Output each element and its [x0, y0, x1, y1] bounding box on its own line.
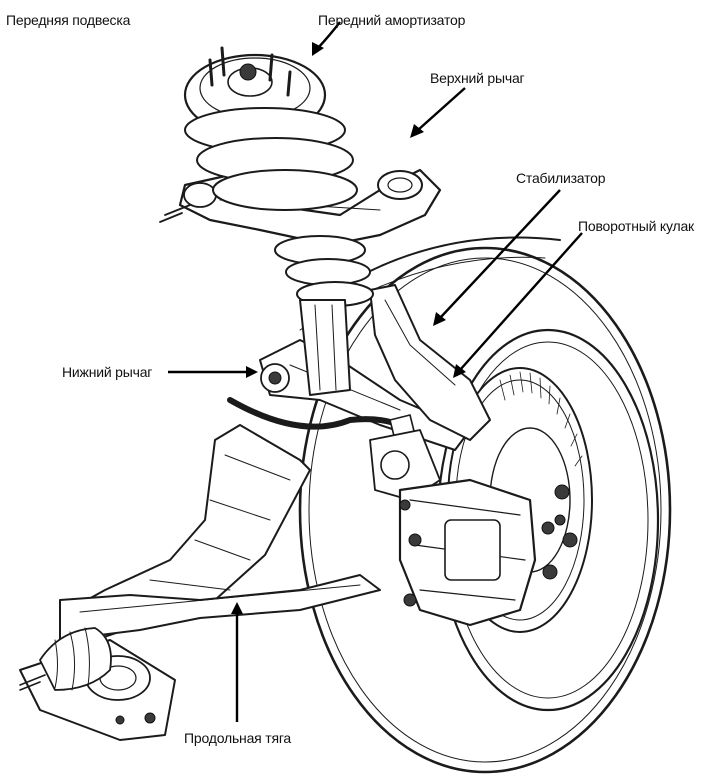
brake-caliper — [398, 478, 537, 627]
label-steering-knuckle: Поворотный кулак — [578, 218, 694, 234]
boot — [19, 627, 112, 691]
label-front-shock: Передний амортизатор — [318, 12, 466, 28]
subframe — [59, 424, 381, 641]
label-front-suspension: Передняя подвеска — [6, 12, 131, 28]
knuckle — [369, 284, 491, 501]
label-lower-arm: Нижний рычаг — [62, 364, 153, 380]
label-upper-arm: Верхний рычаг — [430, 70, 525, 86]
label-stabilizer: Стабилизатор — [516, 170, 606, 186]
callout-arrows — [168, 21, 583, 722]
stabilizer-bar — [227, 397, 423, 443]
label-radius-rod: Продольная тяга — [184, 730, 292, 746]
shock-absorber — [183, 46, 374, 396]
wheel-studs — [541, 484, 578, 580]
